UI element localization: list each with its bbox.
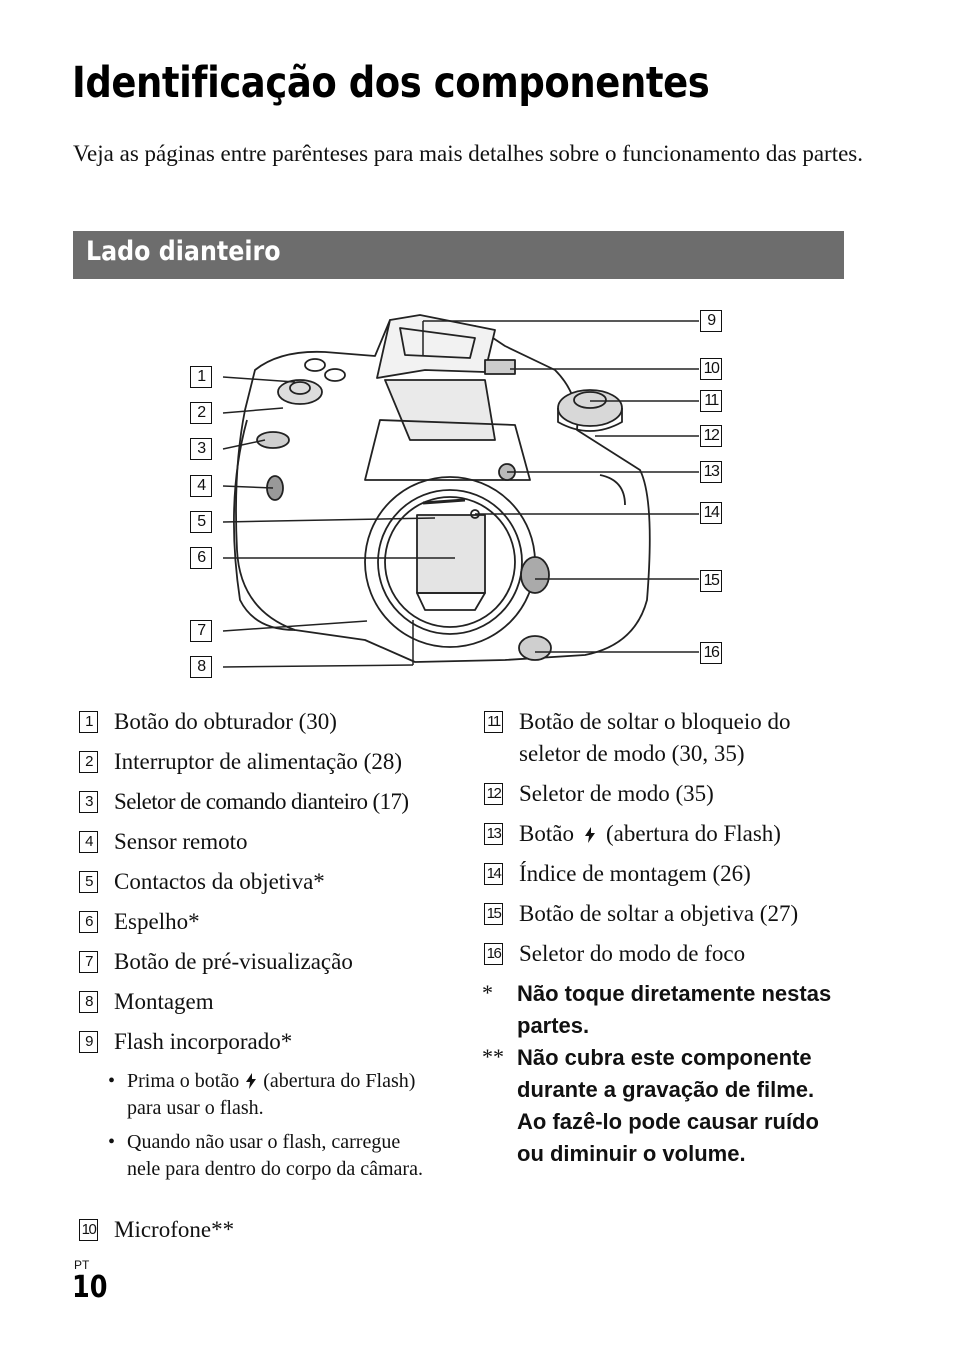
page-number: 10 (72, 1270, 107, 1305)
item-label: Espelho* (114, 906, 200, 938)
callout-2: 2 (190, 402, 212, 424)
item-label: Microfone** (114, 1214, 234, 1246)
item-number: 2 (79, 751, 98, 773)
item-number: 9 (79, 1031, 98, 1053)
flash-head (377, 315, 495, 378)
item-label: Sensor remoto (114, 826, 248, 858)
item-label: Botão de soltar a objetiva (27) (519, 898, 798, 930)
callout-11: 11 (700, 390, 722, 412)
item-number: 6 (79, 911, 98, 933)
item-label: Seletor de comando dianteiro (17) (114, 786, 408, 818)
flash-note-1-start: Prima o botão (127, 1070, 239, 1092)
callout-15: 15 (700, 570, 722, 592)
shutter-button (278, 380, 322, 404)
callout-16: 16 (700, 642, 722, 664)
item-label: Contactos da objetiva* (114, 866, 325, 898)
camera-front-illustration: 1 2 3 4 5 6 7 8 9 10 11 12 13 14 15 16 (185, 300, 745, 690)
flash-icon (584, 827, 596, 843)
item-number: 15 (484, 903, 503, 925)
item-number: 12 (484, 783, 503, 805)
item-label: Botão do obturador (30) (114, 706, 337, 738)
item-label-start: Botão (519, 821, 574, 846)
item-label: Botão de pré-visualização (114, 946, 353, 978)
item-number: 16 (484, 943, 503, 965)
item-label: Seletor de modo (35) (519, 778, 714, 810)
item-label-line2: seletor de modo (30, 35) (519, 738, 744, 770)
callout-13: 13 (700, 461, 722, 483)
callout-10: 10 (700, 358, 722, 380)
callout-1: 1 (190, 366, 212, 388)
item-label: Interruptor de alimentação (28) (114, 746, 402, 778)
item-number: 4 (79, 831, 98, 853)
mirror (417, 515, 485, 593)
footnote-mark-1: * (482, 980, 493, 1006)
callout-6: 6 (190, 547, 212, 569)
intro-text: Veja as páginas entre parênteses para ma… (73, 138, 863, 170)
footnote-mark-2: ** (482, 1044, 504, 1070)
callout-8: 8 (190, 656, 212, 678)
item-number: 5 (79, 871, 98, 893)
focus-mode-dial (519, 636, 551, 660)
item-label: Seletor do modo de foco (519, 938, 745, 970)
item-number: 13 (484, 823, 503, 845)
callout-12: 12 (700, 425, 722, 447)
callout-7: 7 (190, 620, 212, 642)
camera-drawing (185, 300, 745, 690)
lens-release-button (521, 557, 549, 593)
camera-grip (234, 420, 295, 630)
footnote-text-1: Não toque diretamente nestas partes. (517, 978, 847, 1042)
item-label: Flash incorporado* (114, 1026, 292, 1058)
item-number: 11 (484, 711, 503, 733)
item-number: 3 (79, 791, 98, 813)
page-title: Identificação dos componentes (72, 58, 709, 108)
item-number: 8 (79, 991, 98, 1013)
callout-4: 4 (190, 475, 212, 497)
item-label-end: (abertura do Flash) (606, 821, 781, 846)
section-title: Lado dianteiro (86, 236, 281, 267)
footnote-text-2: Não cubra este componente durante a grav… (517, 1042, 847, 1170)
item-number: 14 (484, 863, 503, 885)
callout-14: 14 (700, 502, 722, 524)
item-label: Índice de montagem (26) (519, 858, 751, 890)
callout-9: 9 (700, 310, 722, 332)
item-label-line1: Botão de soltar o bloqueio do (519, 706, 791, 738)
flash-icon (245, 1073, 257, 1089)
bullet: • (108, 1068, 115, 1095)
item-number: 1 (79, 711, 98, 733)
item-number: 7 (79, 951, 98, 973)
callout-3: 3 (190, 438, 212, 460)
flash-note-2-text: Quando não usar o flash, carregue nele p… (127, 1129, 427, 1183)
item-number: 10 (79, 1219, 98, 1241)
bullet: • (108, 1129, 115, 1156)
callout-5: 5 (190, 511, 212, 533)
item-label: Montagem (114, 986, 214, 1018)
